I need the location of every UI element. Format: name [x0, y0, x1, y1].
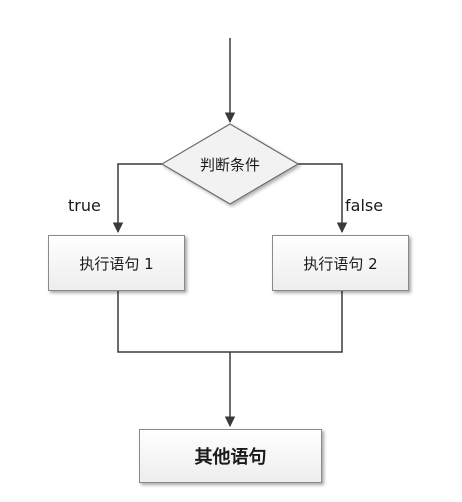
statement-1-label: 执行语句 1 [79, 254, 154, 273]
false-branch-arrow [298, 163, 348, 234]
true-branch-arrow [112, 163, 162, 234]
merge-statement-label: 其他语句 [194, 447, 267, 468]
statement-1-box: 执行语句 1 [48, 235, 185, 291]
decision-diamond [160, 123, 300, 205]
false-branch-label: false [345, 196, 384, 215]
statement-2-box: 执行语句 2 [272, 235, 409, 291]
decision-label: 判断条件 [199, 155, 260, 174]
true-branch-label: true [68, 196, 101, 215]
merge-line [117, 291, 343, 353]
statement-2-label: 执行语句 2 [303, 254, 378, 273]
merge-statement-box: 其他语句 [139, 429, 322, 483]
